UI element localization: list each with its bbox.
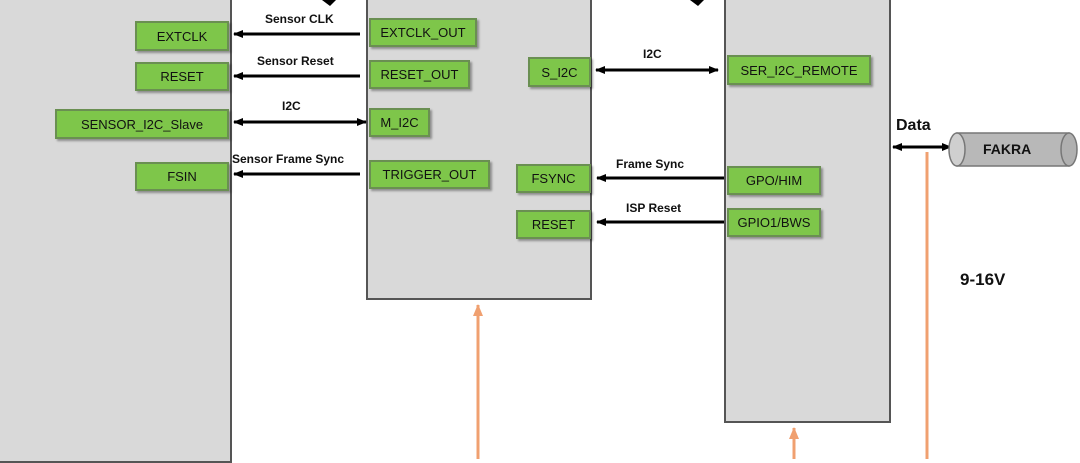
pin-sensor-i2c-slave: SENSOR_I2C_Slave <box>55 109 229 139</box>
label-i2c-right: I2C <box>643 47 662 61</box>
label-power-voltage: 9-16V <box>960 270 1006 289</box>
label-i2c-left: I2C <box>282 99 301 113</box>
pin-reset-out: RESET_OUT <box>369 60 470 89</box>
pin-sensor-reset: RESET <box>135 62 229 91</box>
top-arrow-left <box>322 0 336 6</box>
pin-isp-reset: RESET <box>516 210 591 239</box>
label-fakra: FAKRA <box>983 141 1032 157</box>
pin-gpo-him: GPO/HIM <box>727 166 821 195</box>
label-sensor-clk: Sensor CLK <box>265 12 334 26</box>
pin-extclk: EXTCLK <box>135 21 229 51</box>
isp-block <box>366 0 592 300</box>
pin-ser-i2c-remote: SER_I2C_REMOTE <box>727 55 871 85</box>
pin-s-i2c: S_I2C <box>528 57 591 87</box>
label-isp-reset: ISP Reset <box>626 201 682 215</box>
label-sensor-frame-sync: Sensor Frame Sync <box>232 152 345 166</box>
label-sensor-reset: Sensor Reset <box>257 54 334 68</box>
pin-gpio1-bws: GPIO1/BWS <box>727 208 821 237</box>
pin-m-i2c: M_I2C <box>369 108 430 137</box>
pin-fsin: FSIN <box>135 162 229 191</box>
label-data: Data <box>896 117 931 134</box>
label-frame-sync: Frame Sync <box>616 157 685 171</box>
top-arrow-right <box>690 0 704 6</box>
pin-extclk-out: EXTCLK_OUT <box>369 18 477 47</box>
pin-fsync: FSYNC <box>516 164 591 193</box>
pin-trigger-out: TRIGGER_OUT <box>369 160 490 189</box>
fakra-connector <box>948 132 1078 167</box>
